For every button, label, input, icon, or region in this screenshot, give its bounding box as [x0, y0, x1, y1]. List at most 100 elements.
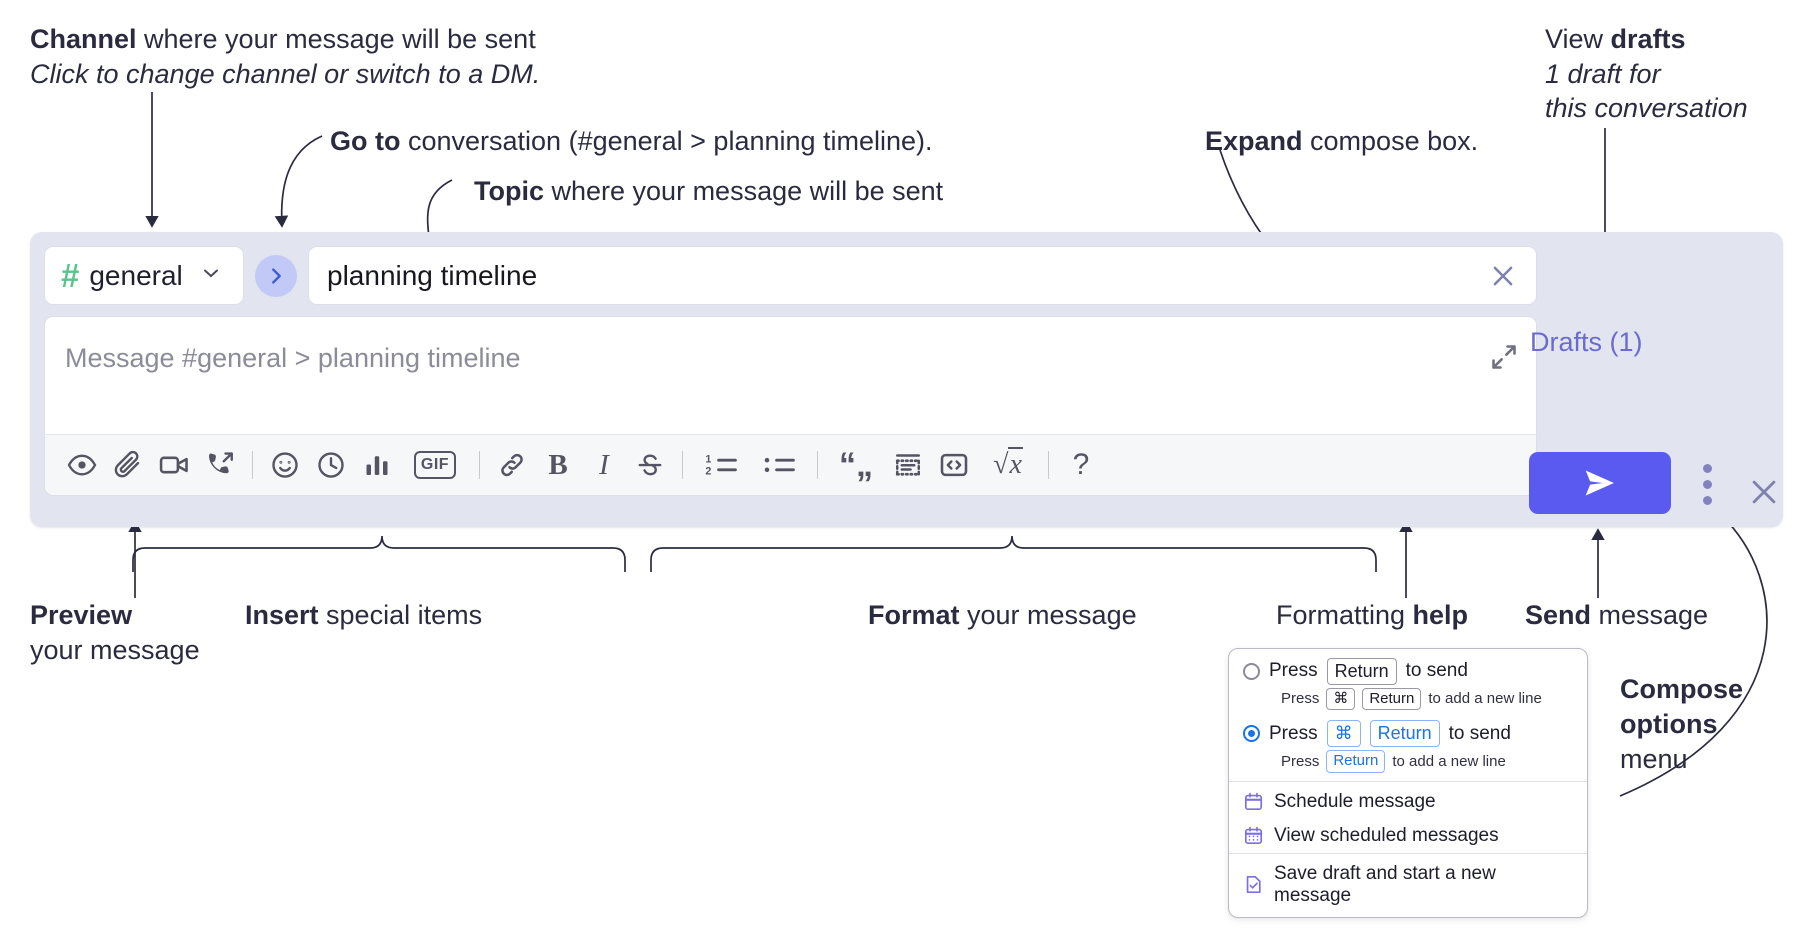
document-check-icon	[1246, 875, 1261, 894]
emoji-icon[interactable]	[262, 442, 308, 488]
bullet-list-icon[interactable]	[750, 442, 808, 488]
svg-text:1: 1	[705, 454, 711, 466]
send-button[interactable]	[1529, 452, 1671, 514]
key-command: ⌘	[1326, 687, 1356, 711]
kebab-dot	[1702, 463, 1712, 473]
annotation-send-bold: Send	[1525, 600, 1592, 630]
annotation-drafts-sub1: 1 draft for	[1545, 58, 1661, 89]
annotation-preview: Preview your message	[30, 598, 200, 667]
math-glyph: √x	[993, 447, 1023, 480]
chevron-down-icon	[199, 261, 223, 290]
radio-return[interactable]	[1243, 662, 1260, 680]
bold-label: B	[548, 448, 568, 481]
menu-item-label: Save draft and start a new message	[1274, 862, 1496, 906]
svg-text:2: 2	[705, 466, 711, 478]
annotation-compose-bold1: Compose	[1620, 674, 1744, 704]
bold-icon[interactable]: B	[535, 442, 581, 488]
annotation-topic-rest: where your message will be sent	[544, 176, 944, 206]
toolbar-divider	[1048, 451, 1049, 479]
blockquote-icon[interactable]: “„	[827, 442, 885, 488]
blockquote-glyph: “„	[839, 445, 873, 484]
math-icon[interactable]: √x	[977, 442, 1039, 488]
close-compose-icon[interactable]	[1747, 475, 1781, 514]
kebab-dot	[1702, 495, 1712, 505]
link-icon[interactable]	[489, 442, 535, 488]
menu-item-schedule-message[interactable]: Schedule message	[1229, 782, 1587, 819]
annotation-channel: Channel where your message will be sent …	[30, 22, 540, 91]
annotation-format-rest: your message	[959, 600, 1137, 630]
formatting-help-icon[interactable]: ?	[1058, 442, 1104, 488]
compose-header-row: # general planning timeline	[44, 246, 1537, 305]
menu-item-view-scheduled[interactable]: View scheduled messages	[1229, 819, 1587, 853]
key-return: Return	[1326, 749, 1386, 773]
calendar-icon	[1244, 792, 1263, 811]
chevron-right-icon	[272, 267, 281, 284]
annotation-preview-rest: your message	[30, 634, 200, 665]
option2-post: to send	[1448, 722, 1511, 744]
annotation-preview-bold: Preview	[30, 600, 133, 630]
annotation-channel-bold: Channel	[30, 24, 137, 54]
gif-label: GIF	[413, 451, 457, 479]
annotation-compose-options: Compose options menu	[1620, 672, 1743, 777]
phone-icon[interactable]	[197, 442, 243, 488]
annotation-drafts: View drafts 1 draft for this conversatio…	[1545, 22, 1748, 126]
option1-post: to send	[1405, 660, 1468, 682]
send-option-return[interactable]: Press Return to send Press ⌘ Return to a…	[1229, 649, 1587, 718]
annotation-insert-bold: Insert	[245, 600, 319, 630]
option2-pre: Press	[1269, 722, 1318, 744]
video-icon[interactable]	[151, 442, 197, 488]
option2-sub-post: to add a new line	[1392, 752, 1506, 770]
kebab-dot	[1702, 479, 1712, 489]
topic-input[interactable]: planning timeline	[308, 246, 1537, 305]
calendar-grid-icon	[1244, 826, 1263, 845]
code-block-icon[interactable]	[885, 442, 931, 488]
annotation-topic-bold: Topic	[474, 176, 544, 206]
send-icon	[1585, 470, 1614, 496]
option1-sub-pre: Press	[1281, 690, 1320, 708]
annotation-format-bold: Format	[868, 600, 960, 630]
clock-icon[interactable]	[308, 442, 354, 488]
poll-icon[interactable]	[354, 442, 400, 488]
annotation-insert-rest: special items	[318, 600, 483, 630]
drafts-link[interactable]: Drafts (1)	[1530, 327, 1643, 357]
expand-compose-icon[interactable]	[1490, 343, 1518, 376]
clear-topic-icon[interactable]	[1488, 261, 1518, 291]
annotation-channel-sub: Click to change channel or switch to a D…	[30, 58, 541, 89]
italic-label: I	[599, 448, 609, 481]
annotation-goto-bold: Go to	[330, 126, 401, 156]
menu-item-label: Schedule message	[1274, 790, 1436, 812]
preview-icon[interactable]	[59, 442, 105, 488]
annotation-drafts-plain: View	[1545, 24, 1611, 54]
annotation-drafts-bold: drafts	[1610, 24, 1686, 54]
annotation-send-rest: message	[1591, 600, 1709, 630]
key-command: ⌘	[1326, 720, 1361, 747]
attachment-icon[interactable]	[105, 442, 151, 488]
hash-icon: #	[61, 257, 80, 294]
gif-icon[interactable]: GIF	[400, 442, 470, 488]
annotation-expand-bold: Expand	[1205, 126, 1303, 156]
annotation-compose-bold2: options	[1620, 709, 1718, 740]
send-option-cmd-return[interactable]: Press ⌘ Return to send Press Return to a…	[1229, 718, 1587, 780]
key-return: Return	[1362, 687, 1422, 711]
message-input[interactable]: Message #general > planning timeline	[44, 316, 1537, 434]
menu-item-save-draft[interactable]: Save draft and start a new message	[1229, 854, 1587, 917]
annotation-channel-rest: where your message will be sent	[136, 24, 536, 54]
annotation-drafts-sub2: this conversation	[1545, 93, 1748, 124]
compose-options-button[interactable]	[1692, 455, 1722, 513]
channel-name: general	[89, 259, 183, 291]
annotation-insert: Insert special items	[245, 598, 482, 633]
inline-code-icon[interactable]	[931, 442, 977, 488]
toolbar-divider	[252, 451, 253, 479]
radio-cmd-return[interactable]	[1243, 725, 1260, 742]
go-to-conversation-button[interactable]	[255, 254, 297, 297]
option1-sub-post: to add a new line	[1428, 690, 1542, 708]
channel-selector[interactable]: # general	[44, 246, 244, 305]
strikethrough-icon[interactable]	[627, 442, 673, 488]
annotation-send: Send message	[1525, 598, 1708, 633]
menu-divider	[1229, 852, 1587, 854]
italic-icon[interactable]: I	[581, 442, 627, 488]
toolbar-divider	[682, 451, 683, 479]
ordered-list-icon[interactable]: 1 2	[692, 442, 750, 488]
menu-item-label: View scheduled messages	[1274, 824, 1499, 846]
menu-divider	[1229, 780, 1587, 782]
